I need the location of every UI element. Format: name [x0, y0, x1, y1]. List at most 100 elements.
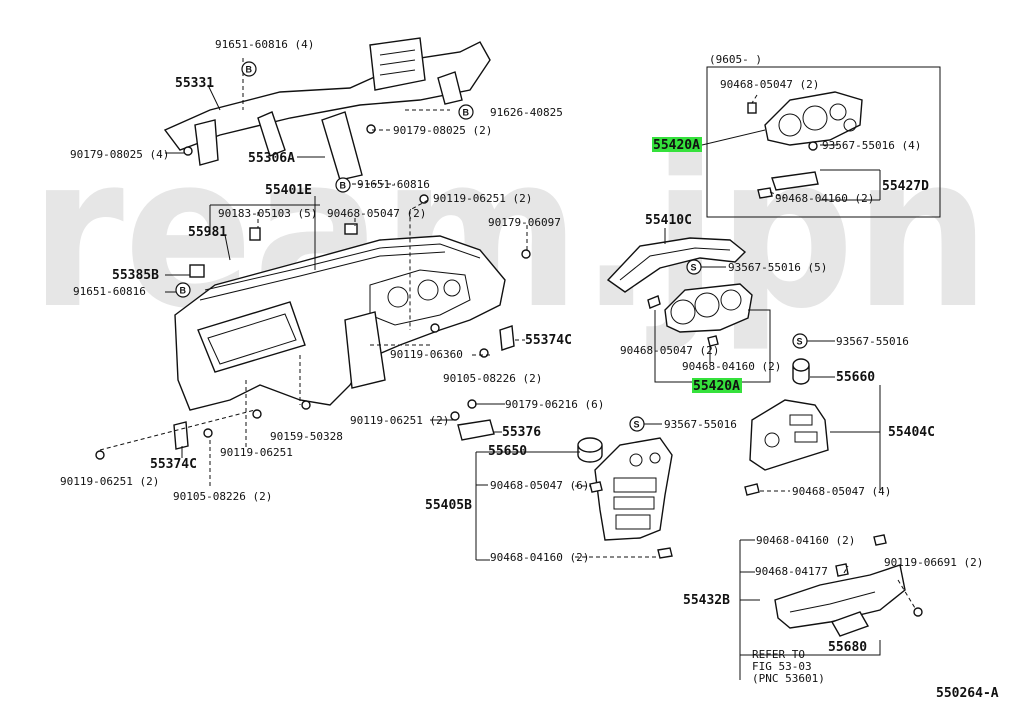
symbol-s-3: S	[629, 416, 645, 432]
clip-90468-04160-lower-right[interactable]	[873, 534, 887, 546]
label-90119-c: 90119-06251 (2)	[350, 414, 449, 427]
svg-text:S: S	[634, 420, 640, 430]
label-93567-b: 93567-55016 (5)	[728, 261, 827, 274]
clip-90468-04160-upper[interactable]	[757, 187, 773, 199]
refer-line-1: REFER TO	[752, 648, 805, 661]
screw-90159[interactable]	[301, 400, 311, 410]
label-55660: 55660	[836, 370, 875, 385]
label-90119-e: 90119-06251 (2)	[60, 475, 159, 488]
label-90119-b: 90119-06360	[390, 348, 463, 361]
label-55374c-b: 55374C	[150, 457, 197, 472]
label-90468-c: 90468-04160 (2)	[775, 192, 874, 205]
symbol-b-2: B	[458, 104, 474, 120]
screw-90119-top[interactable]	[419, 194, 429, 204]
nut-90179-06097[interactable]	[521, 249, 531, 259]
screw-90105-left[interactable]	[203, 428, 213, 438]
label-90119-d: 90119-06251	[220, 446, 293, 459]
clip-90468-panel[interactable]	[744, 483, 760, 496]
clip-90468-dash[interactable]	[344, 223, 358, 235]
label-90179-a: 90179-08025 (4)	[70, 148, 169, 161]
label-55981: 55981	[188, 225, 227, 240]
clip-90468-upper[interactable]	[747, 102, 757, 114]
console-panel-55405b[interactable]	[594, 437, 673, 541]
clip-90468-04177[interactable]	[835, 563, 849, 577]
label-91651-c: 91651-60816	[73, 285, 146, 298]
symbol-b-3: B	[335, 177, 351, 193]
label-55374c-a: 55374C	[525, 333, 572, 348]
nut-90179-mid[interactable]	[366, 124, 376, 134]
refer-line-3: (PNC 53601)	[752, 672, 825, 685]
label-90105-a: 90105-08226 (2)	[443, 372, 542, 385]
bracket-55374c-left[interactable]	[173, 421, 189, 450]
svg-text:B: B	[463, 108, 470, 118]
clip-90468-04160-console[interactable]	[657, 547, 673, 559]
clip-90468-04160-lower[interactable]	[707, 335, 719, 347]
svg-text:S: S	[797, 337, 803, 347]
label-93567-a: 93567-55016 (4)	[822, 139, 921, 152]
reinforcement-frame[interactable]	[163, 37, 491, 181]
label-90468-e: 90468-04160 (2)	[682, 360, 781, 373]
label-55331: 55331	[175, 76, 214, 91]
label-55420a-bottom: 55420A	[693, 379, 740, 394]
label-55306a: 55306A	[248, 151, 295, 166]
label-91626: 91626-40825	[490, 106, 563, 119]
variant-box	[706, 66, 941, 218]
bracket-55385b[interactable]	[189, 264, 205, 278]
label-93567-d: 93567-55016	[664, 418, 737, 431]
label-90468-j: 90468-04177	[755, 565, 828, 578]
cluster-bezel-upper[interactable]	[764, 91, 863, 146]
label-55376: 55376	[502, 425, 541, 440]
label-90179-b: 90179-08025 (2)	[393, 124, 492, 137]
highlight-55420a-bottom	[692, 378, 742, 393]
label-90179-c: 90179-06097	[488, 216, 561, 229]
clip-90468-console[interactable]	[589, 481, 603, 493]
screw-90119-bottom[interactable]	[95, 450, 105, 460]
symbol-b-1: B	[241, 61, 257, 77]
clip-90183[interactable]	[249, 227, 261, 241]
label-55680: 55680	[828, 640, 867, 655]
label-55410c: 55410C	[645, 213, 692, 228]
label-55432b: 55432B	[683, 593, 730, 608]
instrument-panel[interactable]	[174, 235, 506, 411]
nut-90179-06216[interactable]	[467, 399, 477, 409]
screw-90119-06360[interactable]	[430, 323, 440, 333]
label-90468-h: 90468-04160 (2)	[490, 551, 589, 564]
label-90179-d: 90179-06216 (6)	[505, 398, 604, 411]
svg-text:B: B	[180, 286, 187, 296]
label-93567-c: 93567-55016	[836, 335, 909, 348]
label-90159: 90159-50328	[270, 430, 343, 443]
pocket-55680[interactable]	[830, 611, 870, 637]
screw-90119-left[interactable]	[252, 409, 262, 419]
label-90468-a: 90468-05047 (2)	[327, 207, 426, 220]
nut-90179-left[interactable]	[183, 146, 193, 156]
label-90468-d: 90468-05047 (2)	[620, 344, 719, 357]
screw-90119-06251-mid[interactable]	[450, 411, 460, 421]
label-55650: 55650	[488, 444, 527, 459]
highlight-55420a-top	[652, 137, 702, 152]
knob-55660[interactable]	[792, 358, 810, 385]
label-90468-g: 90468-05047 (6)	[490, 479, 589, 492]
label-90468-b: 90468-05047 (2)	[720, 78, 819, 91]
knob-55650[interactable]	[577, 437, 603, 463]
screw-93567-upper[interactable]	[808, 141, 818, 151]
screw-90119-06691[interactable]	[913, 607, 923, 617]
diagram-code: 550264-A	[936, 686, 999, 701]
switch-panel-55404c[interactable]	[749, 399, 829, 471]
label-90468-i: 90468-04160 (2)	[756, 534, 855, 547]
cluster-bezel-lower[interactable]	[664, 283, 753, 333]
bracket-55376[interactable]	[457, 419, 495, 441]
bracket-55427d[interactable]	[771, 171, 819, 191]
label-55405b: 55405B	[425, 498, 472, 513]
bracket-55374c-right[interactable]	[499, 325, 515, 351]
lower-panel-55432b[interactable]	[774, 564, 906, 629]
label-90119-a: 90119-06251 (2)	[433, 192, 532, 205]
clip-90468-lower[interactable]	[647, 295, 661, 309]
refer-line-2: FIG 53-03	[752, 660, 812, 673]
label-55427d: 55427D	[882, 179, 929, 194]
svg-text:S: S	[691, 263, 697, 273]
label-90468-f: 90468-05047 (4)	[792, 485, 891, 498]
symbol-b-4: B	[175, 282, 191, 298]
screw-90105-right[interactable]	[479, 348, 489, 358]
label-91651-b: 91651-60816	[357, 178, 430, 191]
